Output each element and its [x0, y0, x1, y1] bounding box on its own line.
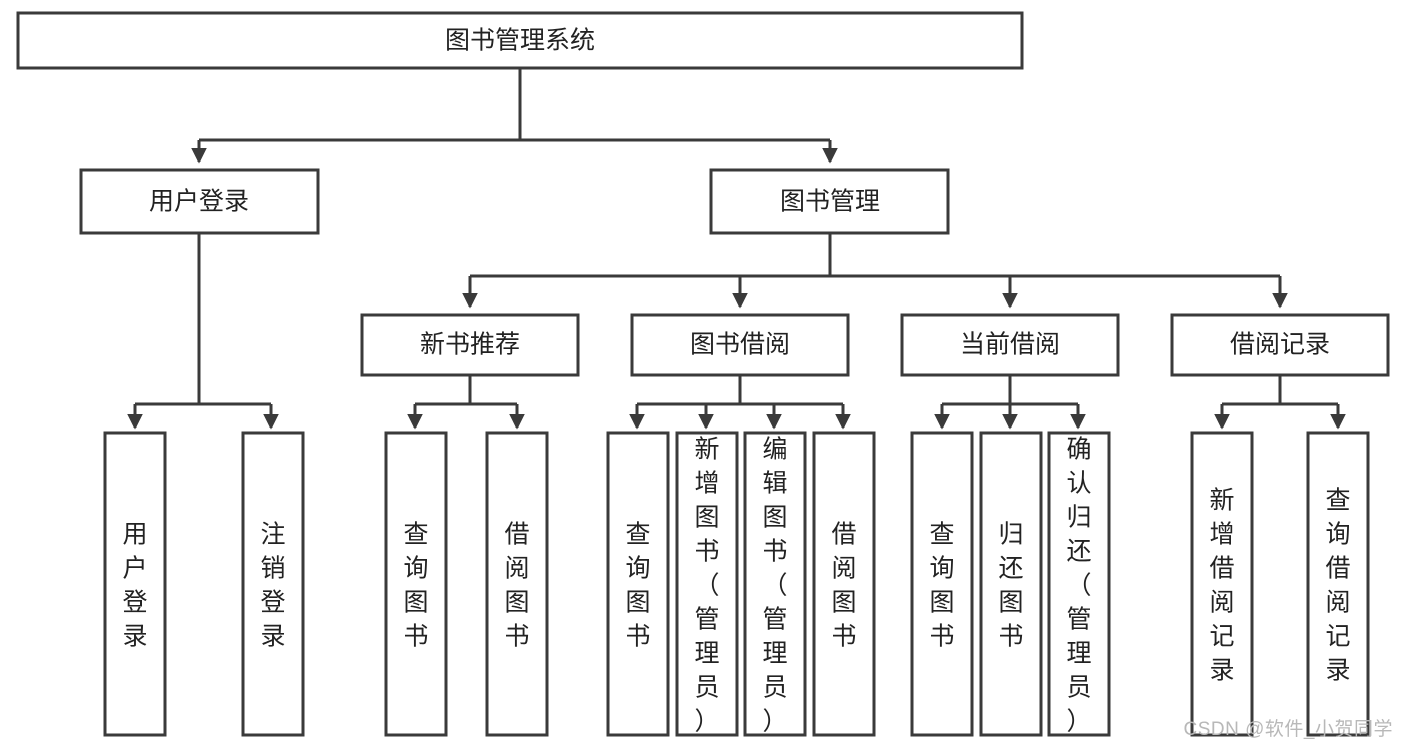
leaf-node-9[interactable]: 查询图书 [910, 431, 974, 737]
leaf-node-12-box[interactable] [1190, 431, 1254, 737]
leaf-node-5-label: 查询图书 [625, 521, 650, 651]
node-login[interactable]: 用户登录 [79, 168, 320, 235]
leaf-node-8-label: 借阅图书 [831, 521, 856, 651]
leaf-node-4-box[interactable] [485, 431, 549, 737]
node-records-box[interactable] [1170, 313, 1390, 377]
leaf-node-12-label: 新增借阅记录 [1209, 487, 1234, 685]
node-current-label: 当前借阅 [960, 331, 1060, 359]
node-current-box[interactable] [900, 313, 1120, 377]
leaf-node-6-box[interactable] [675, 431, 739, 737]
node-borrow-box[interactable] [630, 313, 850, 377]
leaf-node-10-box[interactable] [979, 431, 1043, 737]
leaf-node-5-box[interactable] [606, 431, 670, 737]
leaf-node-11[interactable]: 确认归还（管理员） [1047, 431, 1111, 737]
leaf-node-2-box[interactable] [241, 431, 305, 737]
node-bookmgr-box[interactable] [709, 168, 950, 235]
node-bookmgr-label: 图书管理 [780, 188, 880, 216]
node-borrow-label: 图书借阅 [690, 331, 790, 359]
node-borrow[interactable]: 图书借阅 [630, 313, 850, 377]
leaf-node-13-label: 查询借阅记录 [1325, 487, 1350, 685]
leaf-node-2[interactable]: 注销登录 [241, 431, 305, 737]
leaf-node-13[interactable]: 查询借阅记录 [1306, 431, 1370, 737]
leaf-node-13-box[interactable] [1306, 431, 1370, 737]
leaf-node-11-box[interactable] [1047, 431, 1111, 737]
leaf-node-3-box[interactable] [384, 431, 448, 737]
leaf-node-1-label: 用户登录 [122, 521, 147, 651]
leaf-node-8[interactable]: 借阅图书 [812, 431, 876, 737]
leaf-node-8-box[interactable] [812, 431, 876, 737]
leaf-node-6[interactable]: 新增图书（管理员） [675, 431, 739, 737]
leaf-node-6-label: 新增图书（管理员） [694, 436, 719, 736]
leaf-node-10[interactable]: 归还图书 [979, 431, 1043, 737]
node-records[interactable]: 借阅记录 [1170, 313, 1390, 377]
leaf-node-1-box[interactable] [103, 431, 167, 737]
leaf-node-3[interactable]: 查询图书 [384, 431, 448, 737]
leaf-node-3-label: 查询图书 [403, 521, 428, 651]
leaf-node-7[interactable]: 编辑图书（管理员） [743, 431, 807, 737]
node-newbook-box[interactable] [360, 313, 580, 377]
leaf-node-10-label: 归还图书 [998, 521, 1023, 651]
connector-group-newbook-to-leaves [407, 375, 525, 430]
node-login-box[interactable] [79, 168, 320, 235]
leaf-node-4[interactable]: 借阅图书 [485, 431, 549, 737]
leaf-node-12[interactable]: 新增借阅记录 [1190, 431, 1254, 737]
node-login-label: 用户登录 [149, 188, 249, 216]
node-current[interactable]: 当前借阅 [900, 313, 1120, 377]
node-newbook[interactable]: 新书推荐 [360, 313, 580, 377]
connector-group-current-to-leaves [934, 375, 1086, 430]
connector-group-login-to-leaves [127, 233, 279, 430]
node-records-label: 借阅记录 [1230, 331, 1330, 359]
leaf-node-9-label: 查询图书 [929, 521, 954, 651]
connector-group-root-to-level2 [191, 68, 838, 164]
leaf-node-9-box[interactable] [910, 431, 974, 737]
leaf-node-11-label: 确认归还（管理员） [1066, 436, 1091, 736]
connector-group-bookmgr-to-level3 [462, 233, 1288, 309]
connector-group-borrow-to-leaves [629, 375, 851, 430]
leaf-node-2-label: 注销登录 [260, 521, 285, 651]
node-newbook-label: 新书推荐 [420, 331, 520, 359]
leaf-node-7-box[interactable] [743, 431, 807, 737]
node-root[interactable]: 图书管理系统 [16, 11, 1024, 70]
node-root-box[interactable] [16, 11, 1024, 70]
leaf-node-5[interactable]: 查询图书 [606, 431, 670, 737]
leaf-node-4-label: 借阅图书 [504, 521, 529, 651]
connector-group-records-to-leaves [1214, 375, 1346, 430]
node-bookmgr[interactable]: 图书管理 [709, 168, 950, 235]
node-root-label: 图书管理系统 [445, 27, 595, 55]
leaf-node-7-label: 编辑图书（管理员） [762, 436, 787, 736]
leaf-node-1[interactable]: 用户登录 [103, 431, 167, 737]
